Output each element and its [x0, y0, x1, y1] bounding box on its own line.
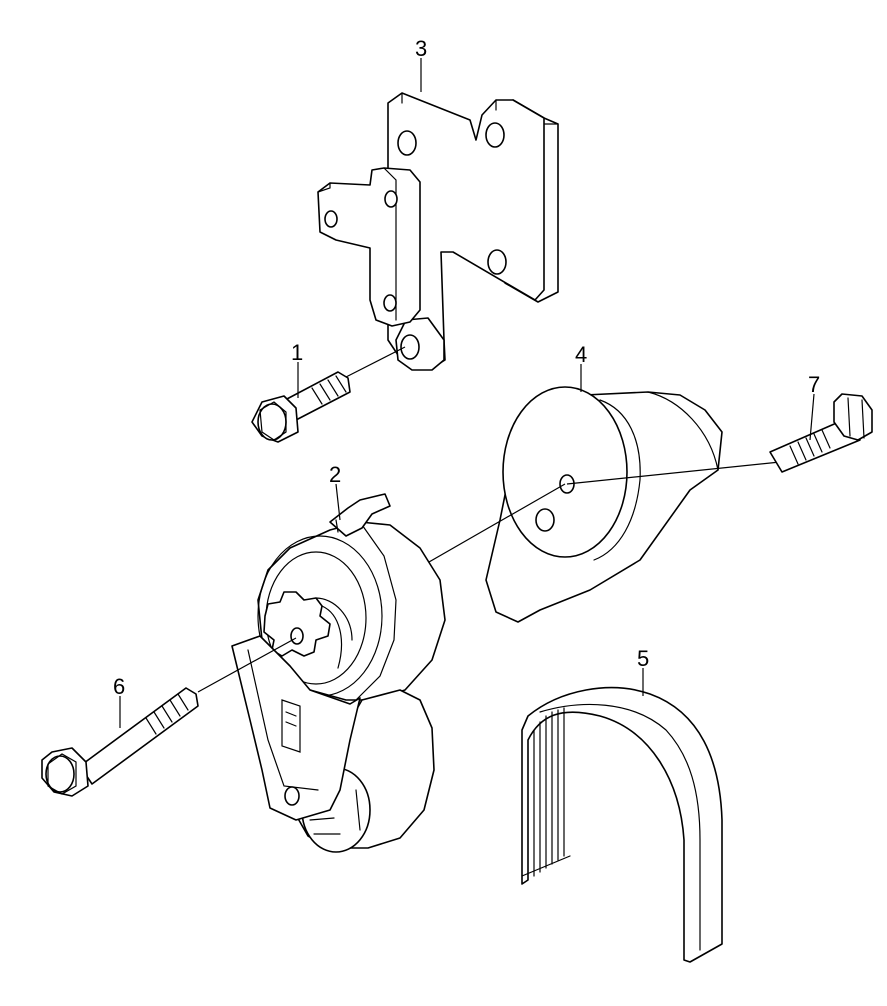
callout-3: 3	[415, 36, 427, 61]
part-3-bracket	[317, 92, 559, 371]
callout-5: 5	[637, 646, 649, 671]
part-7-bolt	[566, 393, 873, 485]
callout-1: 1	[291, 340, 303, 365]
part-6-bolt	[41, 637, 297, 797]
part-4-housing	[485, 386, 723, 623]
callout-4: 4	[575, 342, 587, 367]
callout-leaders	[119, 58, 815, 728]
callout-6: 6	[113, 674, 125, 699]
part-2-tensioner	[231, 483, 566, 853]
part-1-bolt	[251, 346, 406, 443]
callout-2: 2	[329, 462, 341, 487]
part-5-belt	[521, 686, 723, 963]
callout-7: 7	[808, 372, 820, 397]
